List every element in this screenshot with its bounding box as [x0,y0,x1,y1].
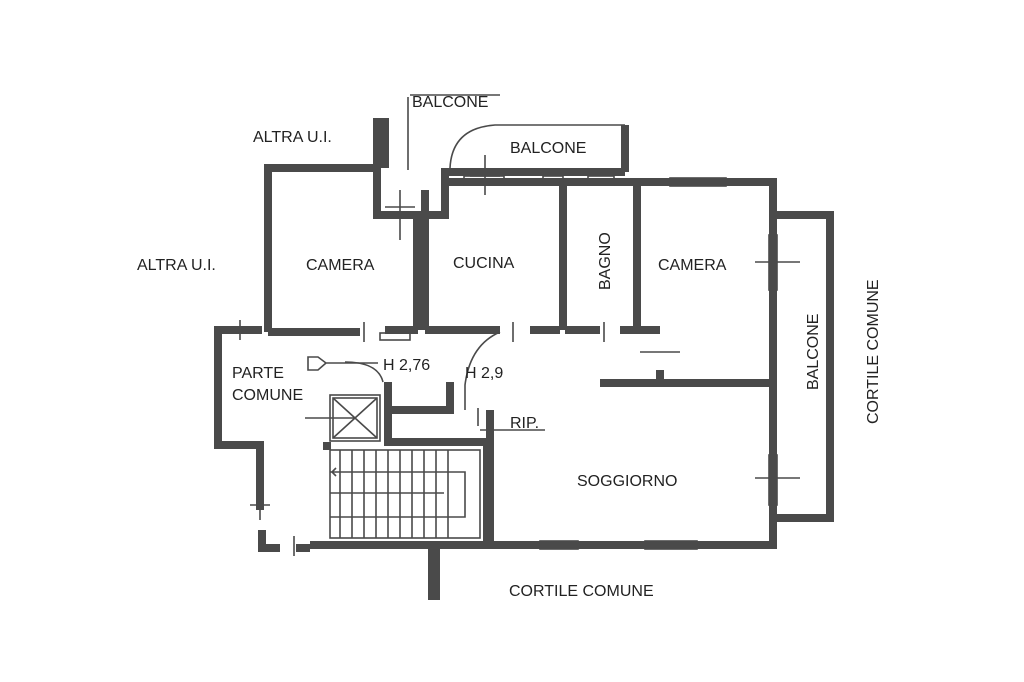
room-labels: BALCONE BALCONE ALTRA U.I. ALTRA U.I. CA… [137,94,882,600]
label-comune: COMUNE [232,387,303,404]
label-bagno: BAGNO [597,232,614,290]
label-ripostiglio: RIP. [510,415,539,432]
label-height-29: H 2,9 [465,365,503,382]
label-height-276: H 2,76 [383,357,430,374]
label-cortile-bottom: CORTILE COMUNE [509,583,654,600]
label-camera-right: CAMERA [658,257,727,274]
label-balcone-right: BALCONE [805,314,822,390]
walls [214,118,834,600]
label-camera-left: CAMERA [306,257,375,274]
label-balcone-upper: BALCONE [510,140,586,157]
staircase [329,449,481,539]
label-cucina: CUCINA [453,255,515,272]
label-cortile-right: CORTILE COMUNE [865,279,882,424]
elevator [305,394,381,442]
label-soggiorno: SOGGIORNO [577,473,677,490]
windows [379,175,778,550]
label-altra-ui-top: ALTRA U.I. [253,129,332,146]
label-balcone-top: BALCONE [412,94,488,111]
label-altra-ui-left: ALTRA U.I. [137,257,216,274]
doors-and-fixtures [225,94,800,556]
label-parte: PARTE [232,365,284,382]
